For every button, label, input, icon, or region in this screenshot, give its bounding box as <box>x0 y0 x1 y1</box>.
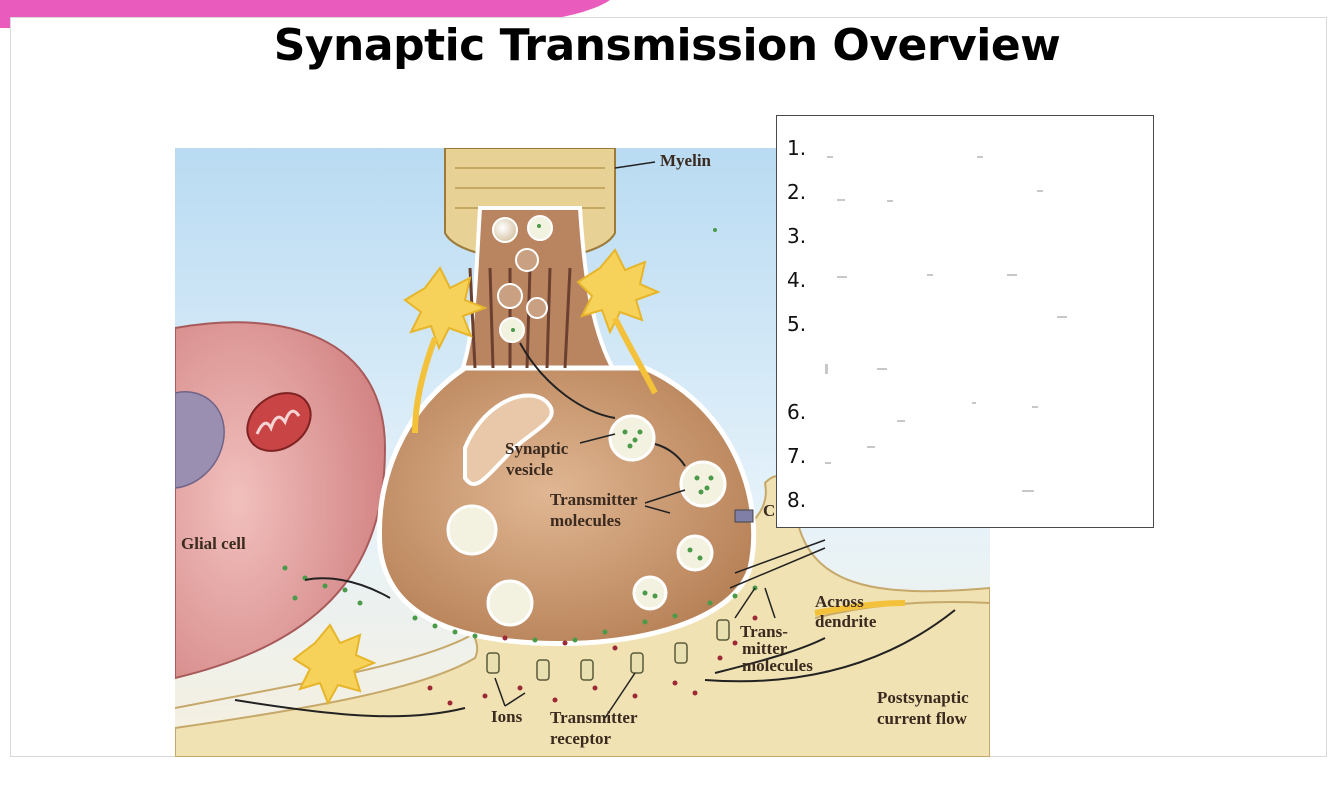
erased-text-mark <box>972 402 976 404</box>
answer-item-1: 1. <box>787 136 807 160</box>
erased-text-mark <box>887 200 893 202</box>
erased-text-mark <box>1022 490 1034 492</box>
transmitter-receptors <box>486 619 730 681</box>
page-title: Synaptic Transmission Overview <box>273 20 1061 71</box>
erased-text-mark <box>837 199 845 201</box>
answer-item-7: 7. <box>787 444 807 468</box>
label-transmitter-receptor-1: Transmitter <box>550 708 638 727</box>
glial-cell <box>175 321 387 680</box>
erased-text-mark <box>1007 274 1017 276</box>
erased-text-mark <box>827 156 833 158</box>
synaptic-vesicles <box>446 215 727 627</box>
erased-text-mark <box>837 276 847 278</box>
action-potential-flashes <box>292 248 661 706</box>
answer-item-3: 3. <box>787 224 807 248</box>
answer-item-8: 8. <box>787 488 807 512</box>
label-postsynaptic-1: Postsynaptic <box>877 688 969 707</box>
flow-arrows <box>234 342 956 718</box>
erased-text-mark <box>1057 316 1067 318</box>
label-postsynaptic-2: current flow <box>877 709 968 728</box>
label-synaptic-vesicle-1: Synaptic <box>505 439 569 458</box>
erased-text-mark <box>825 364 828 374</box>
label-synaptic-vesicle-2: vesicle <box>506 460 554 479</box>
answer-box: 1. 2. 3. 4. 5. 6. 7. 8. <box>776 115 1154 528</box>
label-transmitter-molecules-2: molecules <box>550 511 621 530</box>
label-across-1: Across <box>815 592 864 611</box>
label-transmitter-molecules-1: Transmitter <box>550 490 638 509</box>
erased-text-mark <box>927 274 933 276</box>
mitochondrion-icon <box>246 392 312 452</box>
label-across-2: dendrite <box>815 612 877 631</box>
label-myelin: Myelin <box>660 151 712 170</box>
answer-item-4: 4. <box>787 268 807 292</box>
answer-item-6: 6. <box>787 400 807 424</box>
glial-nucleus <box>175 391 225 489</box>
erased-text-mark <box>867 446 875 448</box>
label-trans-1: Trans- <box>740 622 788 641</box>
erased-text-mark <box>1037 190 1043 192</box>
erased-text-mark <box>825 462 831 464</box>
label-ions: Ions <box>491 707 523 726</box>
organelle <box>463 393 554 486</box>
answer-item-5: 5. <box>787 312 807 336</box>
erased-text-mark <box>877 368 887 370</box>
label-trans-2: mitter <box>742 639 788 658</box>
answer-item-2: 2. <box>787 180 807 204</box>
membrane-channel <box>734 509 754 523</box>
label-transmitter-receptor-2: receptor <box>550 729 611 748</box>
leader-lines <box>494 161 826 719</box>
label-trans-3: molecules <box>742 656 813 675</box>
label-c-partial: C <box>763 501 775 520</box>
ion-dots-red <box>427 615 758 706</box>
erased-text-mark <box>897 420 905 422</box>
erased-text-mark <box>977 156 983 158</box>
label-glial-cell: Glial cell <box>181 534 246 553</box>
transmitter-dots-green <box>282 224 758 643</box>
yellow-arrows <box>412 316 906 616</box>
erased-text-mark <box>1032 406 1038 408</box>
